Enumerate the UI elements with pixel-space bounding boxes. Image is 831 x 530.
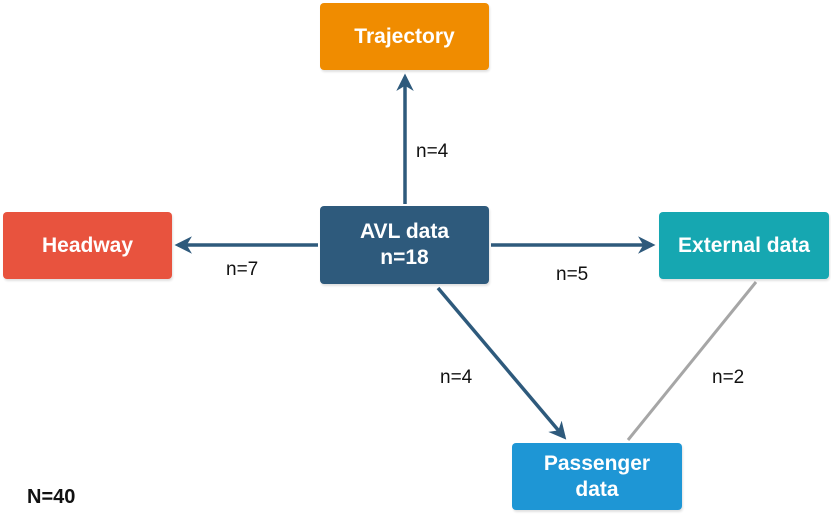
node-headway-label: Headway	[41, 233, 134, 257]
edge-label-external-passenger: n=2	[712, 367, 745, 388]
node-passenger-data: Passenger data	[512, 443, 682, 510]
total-count: N=40	[27, 486, 76, 508]
node-passenger-label-line1: Passenger	[543, 451, 651, 475]
node-external-data: External data	[659, 212, 829, 279]
node-external-label: External data	[678, 233, 810, 257]
node-trajectory: Trajectory	[320, 3, 489, 70]
edge-label-headway: n=7	[226, 259, 259, 280]
edge-label-passenger: n=4	[440, 367, 473, 388]
node-avl-data: AVL data n=18	[320, 206, 489, 284]
node-trajectory-label: Trajectory	[354, 24, 455, 48]
node-avl-label: AVL data	[359, 220, 450, 243]
edge-label-external: n=5	[556, 264, 589, 285]
edge-avl-to-passenger	[436, 286, 567, 440]
edge-external-passenger	[626, 281, 758, 441]
node-avl-count: n=18	[380, 246, 429, 269]
node-headway: Headway	[3, 212, 172, 279]
node-passenger-label-line2: data	[575, 477, 619, 501]
edge-label-trajectory: n=4	[416, 141, 449, 162]
